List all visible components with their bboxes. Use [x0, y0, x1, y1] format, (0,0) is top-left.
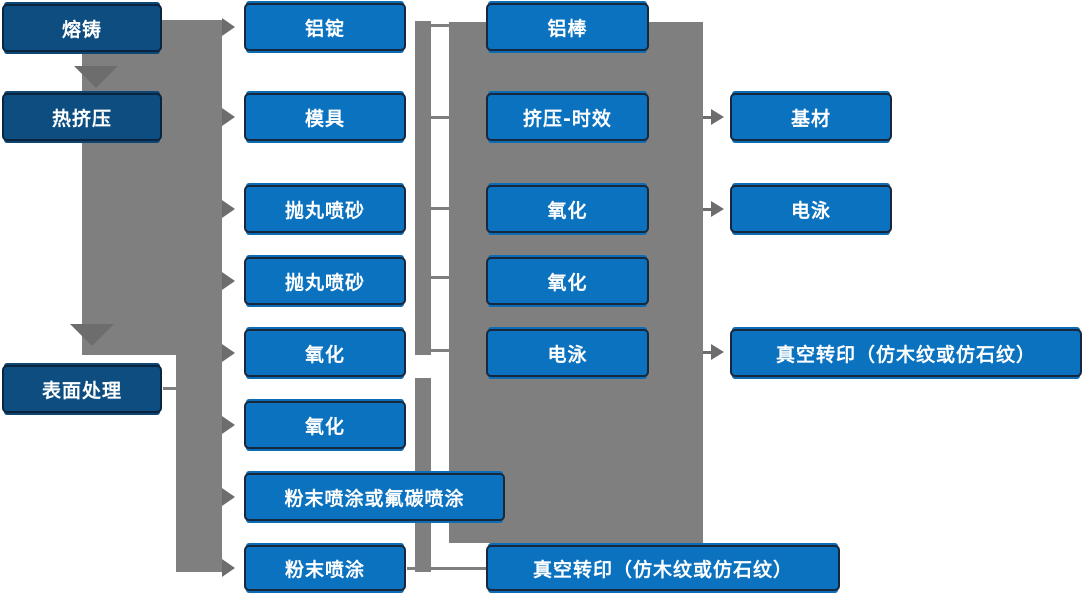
node-label: 基材	[790, 107, 831, 130]
node-powder-or-fluorocarbon-coating: 粉末喷涂或氟碳喷涂	[244, 473, 505, 521]
connector-bar-to-block-row2	[431, 116, 449, 119]
exit-arrow-vacuum-print-head	[711, 344, 724, 360]
node-label: 电泳	[790, 199, 831, 222]
node-label: 熔铸	[61, 18, 102, 41]
node-label: 真空转印（仿木纹或仿石纹）	[775, 343, 1036, 366]
node-label: 氧化	[304, 415, 345, 438]
node-label: 铝锭	[304, 17, 345, 40]
node-melt-casting: 熔铸	[2, 4, 162, 52]
right-arrow-row2	[222, 108, 235, 126]
connector-bar-to-block-row1	[431, 24, 449, 27]
right-arrow-row4	[222, 272, 235, 290]
right-arrow-row1	[222, 18, 235, 36]
node-label: 氧化	[547, 199, 588, 222]
exit-arrow-substrate-tail	[703, 116, 713, 119]
node-label: 真空转印（仿木纹或仿石纹）	[532, 558, 793, 581]
node-aluminum-ingot: 铝锭	[244, 3, 406, 51]
node-oxidation-2: 氧化	[244, 401, 406, 449]
node-label: 抛丸喷砂	[284, 199, 365, 222]
node-extrusion-aging: 挤压-时效	[486, 93, 649, 141]
node-hot-extrusion: 热挤压	[2, 93, 162, 141]
middle-vertical-bar-upper	[415, 21, 431, 355]
node-label: 粉末喷涂或氟碳喷涂	[284, 487, 465, 510]
node-shot-blast-sand-1: 抛丸喷砂	[244, 185, 406, 233]
node-vacuum-transfer-print-2: 真空转印（仿木纹或仿石纹）	[730, 329, 1082, 377]
node-electrophoresis-1: 电泳	[486, 329, 649, 377]
node-oxidation-3: 氧化	[486, 185, 649, 233]
right-arrow-row6	[222, 416, 235, 434]
connector-powder-coating-to-vacuum-print	[407, 567, 487, 570]
connector-surface-treatment-to-trunk	[163, 387, 177, 390]
node-label: 粉末喷涂	[284, 558, 365, 581]
node-aluminum-rod: 铝棒	[486, 3, 649, 51]
node-label: 表面处理	[41, 379, 122, 402]
node-substrate: 基材	[730, 93, 892, 141]
connector-bar-to-block-row5	[431, 349, 449, 352]
exit-arrow-substrate-head	[711, 109, 724, 125]
node-shot-blast-sand-2: 抛丸喷砂	[244, 257, 406, 305]
exit-arrow-electrophoresis-head	[711, 201, 724, 217]
right-arrow-row7	[222, 488, 235, 506]
node-label: 氧化	[547, 271, 588, 294]
connector-bar-to-block-row4	[431, 276, 449, 279]
left-trunk-lower-bar	[176, 352, 222, 572]
node-electrophoresis-2: 电泳	[730, 185, 892, 233]
down-arrow-to-hot-extrusion	[74, 66, 118, 88]
node-label: 氧化	[304, 343, 345, 366]
right-arrow-row5	[222, 344, 235, 362]
node-label: 热挤压	[51, 107, 112, 130]
node-mold: 模具	[244, 93, 406, 141]
node-vacuum-transfer-print-1: 真空转印（仿木纹或仿石纹）	[486, 545, 840, 591]
right-arrow-row8	[222, 559, 235, 577]
node-label: 模具	[304, 107, 345, 130]
down-arrow-to-surface-treatment	[70, 324, 114, 346]
node-label: 挤压-时效	[523, 107, 612, 130]
exit-arrow-vacuum-print-tail	[703, 351, 713, 354]
node-oxidation-4: 氧化	[486, 257, 649, 305]
node-powder-coating: 粉末喷涂	[244, 545, 406, 591]
node-surface-treatment: 表面处理	[2, 365, 162, 413]
exit-arrow-electrophoresis-tail	[703, 208, 713, 211]
node-label: 抛丸喷砂	[284, 271, 365, 294]
node-label: 电泳	[547, 343, 588, 366]
node-label: 铝棒	[547, 17, 588, 40]
connector-bar-to-block-row3	[431, 207, 449, 210]
node-oxidation-1: 氧化	[244, 329, 406, 377]
right-arrow-row3	[222, 200, 235, 218]
